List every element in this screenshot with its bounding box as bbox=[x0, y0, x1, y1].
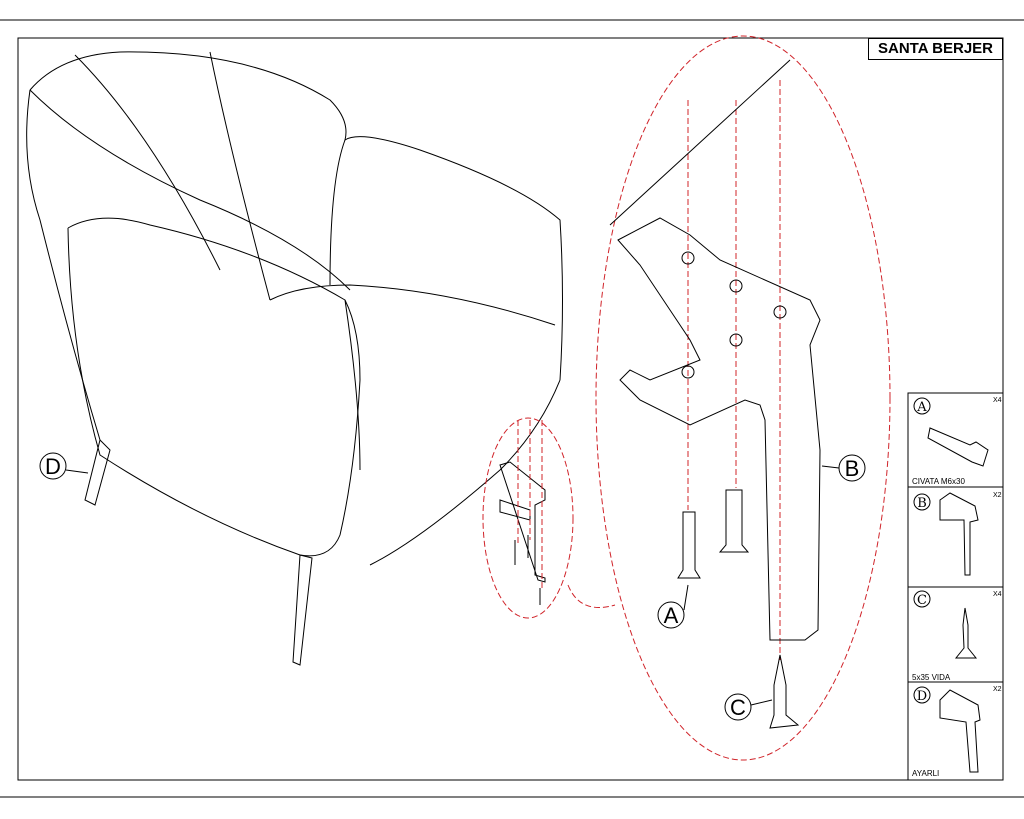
drawing-frame bbox=[17, 37, 1004, 781]
armchair-drawing bbox=[26, 51, 563, 666]
part-a-letter: A bbox=[916, 400, 927, 415]
callout-b: B bbox=[845, 456, 860, 481]
part-d-qty: X2 bbox=[993, 686, 1002, 693]
small-leg-drawing bbox=[499, 461, 546, 605]
callout-d: D bbox=[45, 454, 61, 479]
callout-a: A bbox=[664, 603, 679, 628]
part-b-letter: B bbox=[917, 496, 927, 511]
part-b-qty: X2 bbox=[993, 492, 1002, 499]
leg-bracket-drawing bbox=[609, 59, 821, 729]
part-c-qty: X4 bbox=[993, 591, 1002, 598]
callout-circles bbox=[39, 452, 866, 721]
part-c-letter: C bbox=[917, 593, 927, 608]
callout-c: C bbox=[730, 695, 746, 720]
drawing-title: SANTA BERJER bbox=[868, 38, 1003, 60]
dashed-guides bbox=[482, 35, 891, 761]
part-d-name: AYARLI bbox=[912, 769, 940, 778]
part-d-letter: D bbox=[917, 689, 927, 704]
parts-list-panel bbox=[907, 392, 1004, 781]
part-c-name: 5x35 VIDA bbox=[912, 673, 951, 682]
part-a-name: CIVATA M6x30 bbox=[912, 477, 965, 486]
part-a-qty: X4 bbox=[993, 397, 1002, 404]
